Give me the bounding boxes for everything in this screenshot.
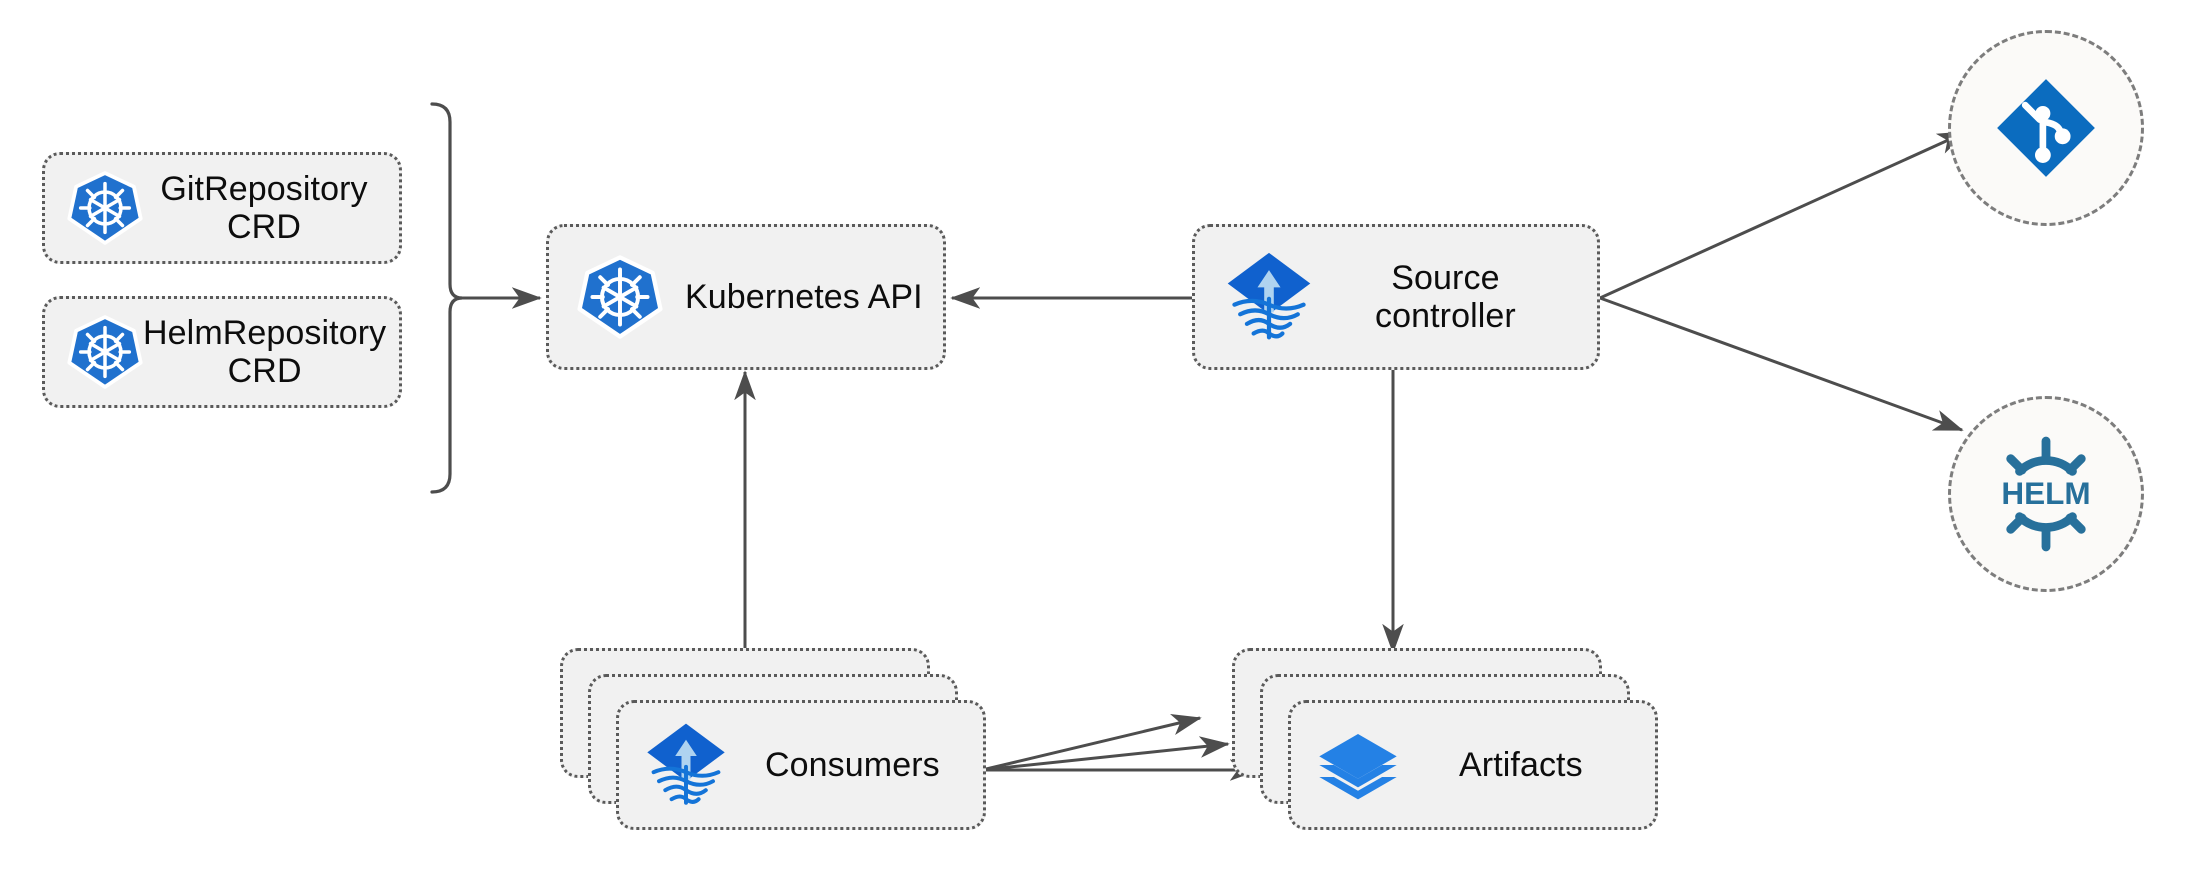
flux-icon — [1221, 249, 1317, 345]
edge-source-controller-to-git — [1599, 130, 1968, 300]
crd-group-bracket — [430, 102, 463, 494]
node-label: HelmRepository CRD — [143, 313, 387, 390]
kubernetes-icon — [577, 254, 663, 340]
helm-wordmark: HELM — [2001, 475, 2090, 511]
node-artifacts[interactable]: Artifacts — [1288, 700, 1658, 830]
kubernetes-icon — [67, 170, 143, 246]
node-git-repository[interactable] — [1948, 30, 2144, 226]
node-helmrepository-crd[interactable]: HelmRepository CRD — [42, 296, 402, 408]
node-helm-repository[interactable]: HELM — [1948, 396, 2144, 592]
git-icon — [1994, 76, 2098, 180]
edge-consumers-to-artifacts-back — [981, 714, 1202, 772]
edge-source-controller-to-helm — [1599, 296, 1964, 432]
node-label: Consumers — [765, 745, 940, 784]
node-label: GitRepository CRD — [160, 169, 368, 246]
flux-icon — [641, 720, 731, 810]
node-gitrepository-crd[interactable]: GitRepository CRD — [42, 152, 402, 264]
node-label: Kubernetes API — [685, 277, 923, 316]
node-label: Artifacts — [1459, 745, 1583, 784]
node-kubernetes-api[interactable]: Kubernetes API — [546, 224, 946, 370]
node-consumers[interactable]: Consumers — [616, 700, 986, 830]
edge-consumers-to-artifacts-middle — [981, 736, 1230, 772]
node-source-controller[interactable]: Source controller — [1192, 224, 1600, 370]
helm-icon: HELM — [1983, 431, 2109, 557]
node-label: Source controller — [1375, 258, 1516, 335]
layers-icon — [1315, 722, 1401, 808]
kubernetes-icon — [67, 314, 143, 390]
